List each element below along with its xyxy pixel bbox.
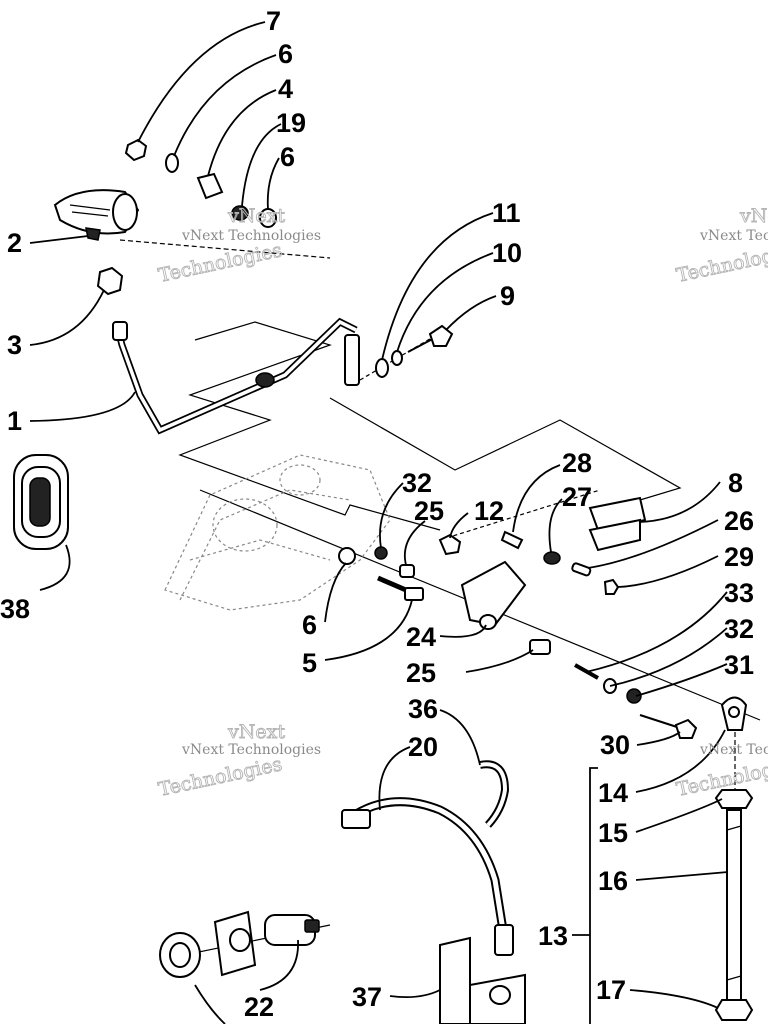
callout-16: 16 — [598, 866, 628, 896]
callout-labels: 7 6 4 19 6 11 10 9 2 3 1 38 8 28 27 26 2… — [0, 6, 754, 1022]
shift-gate-plate — [588, 496, 647, 552]
shift-lever-rod — [112, 317, 360, 435]
callout-36: 36 — [408, 694, 438, 724]
callout-25b: 25 — [406, 658, 436, 688]
callout-31: 31 — [724, 650, 754, 680]
callout-32a: 32 — [402, 468, 432, 498]
engine-casing-outline — [164, 454, 391, 611]
shift-rod-assembly — [714, 696, 754, 1021]
linkage-bolt-set — [375, 324, 454, 378]
callout-14: 14 — [598, 778, 628, 808]
callout-10: 10 — [492, 238, 522, 268]
wiring-harness — [341, 760, 514, 956]
callout-9: 9 — [500, 281, 515, 311]
callout-33: 33 — [724, 578, 754, 608]
callout-17: 17 — [596, 975, 626, 1005]
svg-text:vNext Technologies: vNext Technologies — [699, 228, 768, 244]
callout-8: 8 — [728, 468, 743, 498]
callout-38: 38 — [0, 594, 30, 624]
callout-6c: 6 — [302, 610, 317, 640]
callout-15: 15 — [598, 818, 628, 848]
callout-12: 12 — [474, 496, 504, 526]
rubber-grommet — [13, 454, 69, 550]
callout-19: 19 — [276, 108, 306, 138]
callout-24: 24 — [406, 622, 436, 652]
callout-5: 5 — [302, 648, 317, 678]
callout-13: 13 — [538, 921, 568, 951]
group-13-bracket — [589, 767, 598, 1024]
callout-27: 27 — [562, 482, 592, 512]
callout-6b: 6 — [280, 142, 295, 172]
neutral-switch-set — [159, 910, 320, 978]
callout-4: 4 — [278, 74, 293, 104]
svg-text:vNext: vNext — [227, 721, 285, 743]
assembly-guide-lines — [119, 239, 761, 961]
svg-text:vNext Technologies: vNext Technologies — [699, 742, 768, 758]
switch-mounting-bracket — [439, 936, 526, 1024]
watermark-right: vNext vNext Technologies Technologies — [674, 205, 768, 288]
callout-20: 20 — [408, 732, 438, 762]
knob-jam-nut — [96, 266, 124, 296]
watermark-middle: vNext vNext Technologies Technologies — [156, 721, 321, 802]
callout-22: 22 — [244, 992, 274, 1022]
leader-lines — [29, 21, 729, 1024]
callout-2: 2 — [7, 228, 22, 258]
shift-bracket — [438, 533, 527, 630]
watermark-line2: vNext Technologies — [181, 228, 321, 244]
callout-7: 7 — [266, 6, 281, 36]
svg-text:Technologies: Technologies — [674, 239, 768, 287]
callout-30: 30 — [600, 730, 630, 760]
callout-3: 3 — [7, 330, 22, 360]
callout-26: 26 — [724, 506, 754, 536]
svg-text:vNext: vNext — [739, 205, 768, 227]
callout-37: 37 — [352, 982, 382, 1012]
callout-6a: 6 — [278, 39, 293, 69]
gate-hardware — [500, 530, 620, 595]
callout-29: 29 — [724, 542, 754, 572]
callout-32b: 32 — [724, 614, 754, 644]
watermark-line1: vNext — [227, 205, 285, 227]
callout-11: 11 — [492, 198, 521, 228]
watermark-line3: Technologies — [156, 239, 284, 287]
svg-text:vNext Technologies: vNext Technologies — [181, 742, 321, 758]
watermark-top: vNext vNext Technologies Technologies — [156, 205, 321, 288]
svg-text:Technologies: Technologies — [156, 753, 284, 801]
callout-25a: 25 — [414, 496, 444, 526]
callout-28: 28 — [562, 448, 592, 478]
shift-knob — [53, 189, 140, 241]
callout-1: 1 — [7, 406, 22, 436]
